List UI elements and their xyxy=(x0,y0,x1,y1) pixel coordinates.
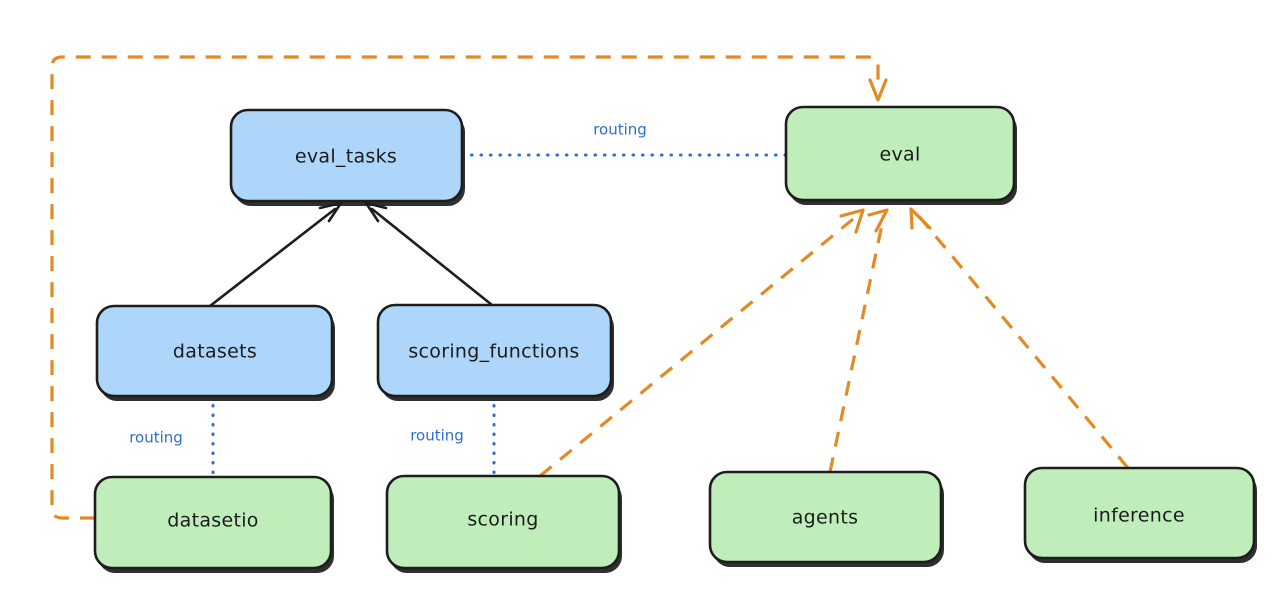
edge-agents-eval xyxy=(828,208,889,473)
node-body[interactable] xyxy=(376,303,613,398)
node-body[interactable] xyxy=(385,474,621,570)
node-body[interactable] xyxy=(95,304,334,398)
node-scoring_functions[interactable]: scoring_functions xyxy=(376,303,614,401)
node-scoring[interactable]: scoring xyxy=(385,474,622,573)
node-label-scoring: scoring xyxy=(467,509,538,531)
node-agents[interactable]: agents xyxy=(708,470,944,567)
node-label-eval_tasks: eval_tasks xyxy=(295,146,397,168)
node-inference[interactable]: inference xyxy=(1023,466,1257,563)
edge-scoring-eval xyxy=(538,208,865,478)
node-label-scoring_functions: scoring_functions xyxy=(408,341,579,363)
node-label-inference: inference xyxy=(1093,505,1185,527)
edge-scoring_functions-eval_tasks xyxy=(364,201,494,307)
node-body[interactable] xyxy=(1023,466,1256,560)
edge-label-routing-scoring-functions: routing xyxy=(410,427,464,445)
node-label-agents: agents xyxy=(792,507,859,529)
node-label-datasets: datasets xyxy=(173,341,257,363)
node-body[interactable] xyxy=(93,475,333,570)
node-body[interactable] xyxy=(708,470,943,564)
node-eval_tasks[interactable]: eval_tasks xyxy=(229,108,465,206)
node-label-eval: eval xyxy=(879,144,920,166)
edge-datasets-eval_tasks xyxy=(208,201,343,308)
edge-datasetio-eval xyxy=(50,55,888,520)
node-eval[interactable]: eval xyxy=(784,105,1017,205)
node-body[interactable] xyxy=(784,105,1016,202)
node-label-datasetio: datasetio xyxy=(167,510,258,532)
edge-label-routing-datasets: routing xyxy=(129,429,183,447)
edge-label-routing-eval-tasks: routing xyxy=(593,121,647,139)
node-datasetio[interactable]: datasetio xyxy=(93,475,334,573)
edge-inference-eval xyxy=(909,207,1130,470)
node-body[interactable] xyxy=(229,108,464,203)
node-datasets[interactable]: datasets xyxy=(95,304,335,401)
